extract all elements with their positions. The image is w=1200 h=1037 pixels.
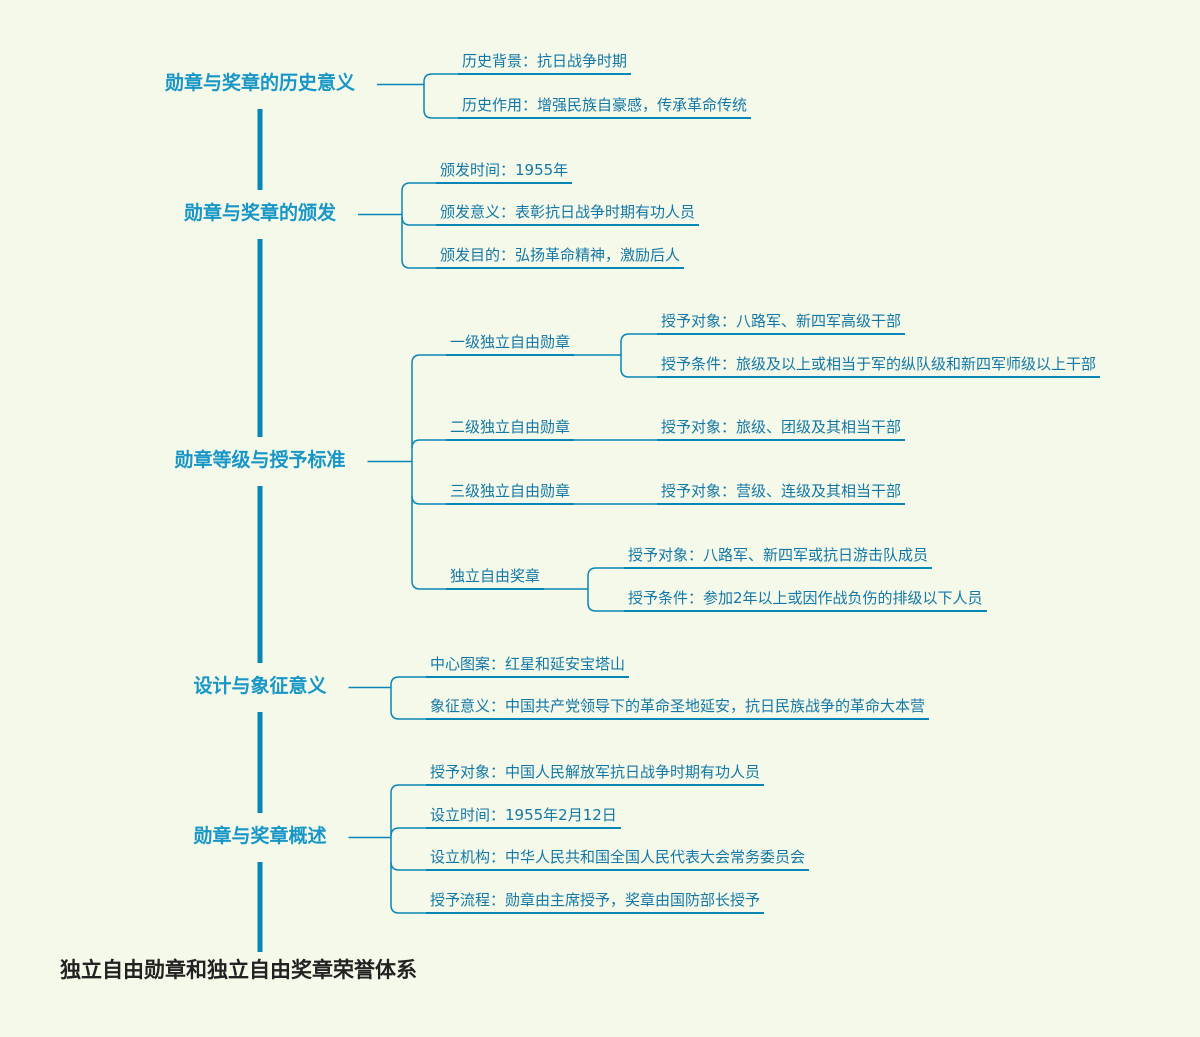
branch-grades-title[interactable]: 勋章等级与授予标准	[174, 449, 346, 471]
overview-established-node[interactable]: 设立时间：1955年2月12日	[430, 806, 617, 824]
branch-design-title[interactable]: 设计与象征意义	[193, 675, 327, 697]
grade-independence-freedom-award-node[interactable]: 独立自由奖章	[450, 567, 541, 585]
issuance-time-node[interactable]: 颁发时间：1955年	[440, 161, 569, 179]
branch0-branch-1	[423, 109, 458, 119]
branch4-branch-2	[390, 861, 426, 871]
overview-process-node[interactable]: 授予流程：勋章由主席授予，奖章由国防部长授予	[430, 891, 761, 909]
sub0-branch-0	[620, 333, 657, 343]
grade-first-class-medal-node[interactable]: 一级独立自由勋章	[450, 333, 571, 351]
sub3-branch-1	[587, 602, 624, 612]
branch4-branch-3	[390, 904, 426, 914]
third-class-target-node[interactable]: 授予对象：营级、连级及其相当干部	[661, 482, 902, 500]
branch-overview-title[interactable]: 勋章与奖章概述	[193, 825, 327, 847]
branch2-branch-1	[411, 439, 446, 449]
branch3-branch-1	[390, 710, 426, 720]
branch4-branch-1	[390, 827, 426, 837]
branch3-branch-0	[390, 676, 426, 686]
branch0-branch-0	[423, 73, 458, 83]
branch2-branch-0	[411, 354, 446, 364]
issuance-meaning-node[interactable]: 颁发意义：表彰抗日战争时期有功人员	[440, 203, 696, 221]
root-topic[interactable]: 独立自由勋章和独立自由奖章荣誉体系	[60, 958, 417, 982]
grade-second-class-medal-node[interactable]: 二级独立自由勋章	[450, 418, 571, 436]
branch1-branch-2	[401, 259, 436, 269]
branch1-branch-0	[401, 182, 436, 192]
overview-target-node[interactable]: 授予对象：中国人民解放军抗日战争时期有功人员	[430, 763, 761, 781]
overview-institution-node[interactable]: 设立机构：中华人民共和国全国人民代表大会常务委员会	[430, 848, 806, 866]
award-target-node[interactable]: 授予对象：八路军、新四军或抗日游击队成员	[628, 546, 929, 564]
design-center-pattern-node[interactable]: 中心图案：红星和延安宝塔山	[430, 655, 626, 673]
branch4-branch-0	[390, 784, 426, 794]
sub3-branch-0	[587, 567, 624, 577]
branch2-branch-2	[411, 495, 446, 505]
branch2-branch-3	[411, 580, 446, 590]
branch-history-title[interactable]: 勋章与奖章的历史意义	[164, 72, 356, 94]
sub0-branch-1	[620, 368, 657, 378]
design-symbolism-node[interactable]: 象征意义：中国共产党领导下的革命圣地延安，抗日民族战争的革命大本营	[430, 697, 926, 715]
history-role-node[interactable]: 历史作用：增强民族自豪感，传承革命传统	[462, 96, 748, 114]
branch1-branch-1	[401, 216, 436, 226]
second-class-target-node[interactable]: 授予对象：旅级、团级及其相当干部	[661, 418, 902, 436]
history-background-node[interactable]: 历史背景：抗日战争时期	[462, 52, 628, 70]
branch-issuance-title[interactable]: 勋章与奖章的颁发	[183, 202, 337, 224]
first-class-condition-node[interactable]: 授予条件：旅级及以上或相当于军的纵队级和新四军师级以上干部	[661, 355, 1097, 373]
first-class-target-node[interactable]: 授予对象：八路军、新四军高级干部	[661, 312, 902, 330]
award-condition-node[interactable]: 授予条件：参加2年以上或因作战负伤的排级以下人员	[628, 589, 983, 607]
grade-third-class-medal-node[interactable]: 三级独立自由勋章	[450, 482, 571, 500]
issuance-purpose-node[interactable]: 颁发目的：弘扬革命精神，激励后人	[440, 246, 681, 264]
